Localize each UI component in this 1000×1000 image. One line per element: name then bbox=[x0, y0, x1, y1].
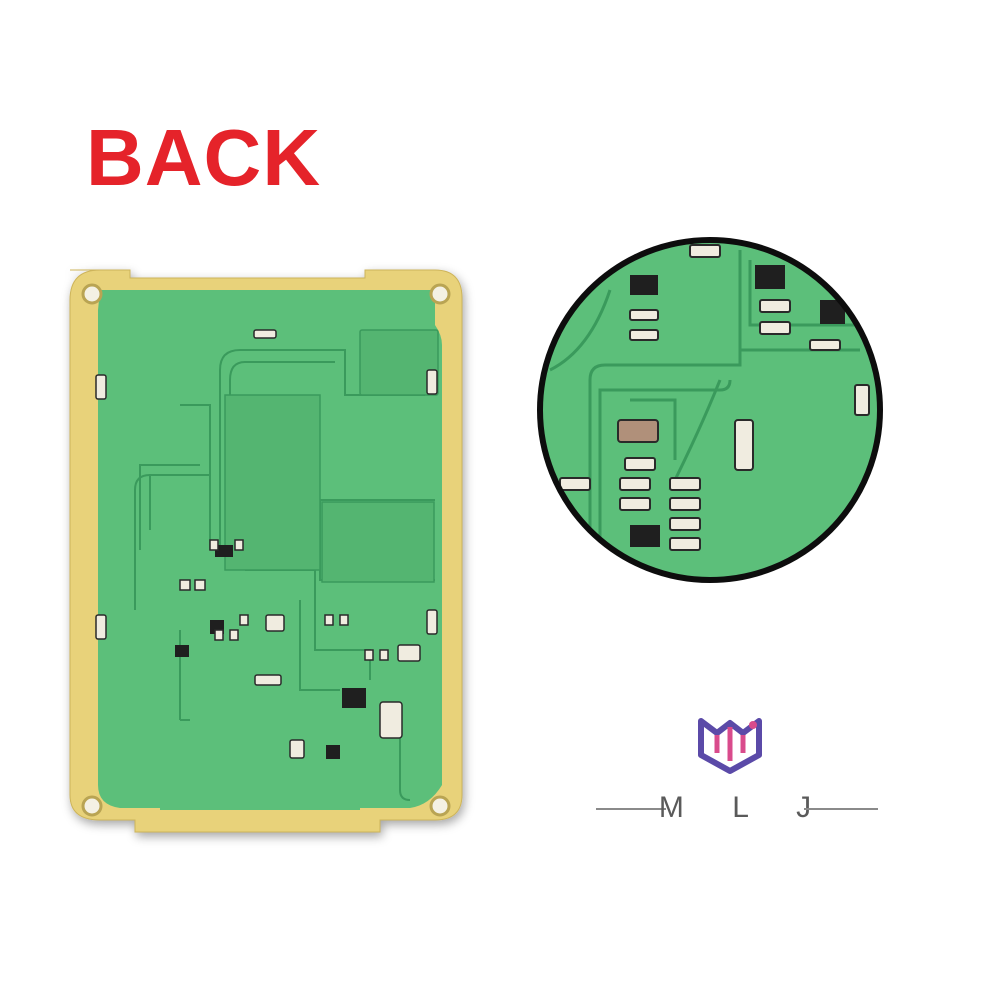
mounting-holes bbox=[81, 283, 451, 817]
brand-logo: M L J bbox=[590, 715, 880, 835]
brand-name: M L J bbox=[658, 791, 832, 824]
zoom-inset-photo bbox=[537, 237, 883, 583]
pcb-pour bbox=[224, 329, 439, 583]
smd-components bbox=[175, 545, 366, 759]
pcb-back-photo bbox=[69, 269, 463, 833]
mlj-shield-logo bbox=[698, 718, 762, 774]
logo-rule-right bbox=[804, 808, 878, 810]
smd-resistors bbox=[95, 329, 438, 759]
logo-rule-left bbox=[596, 808, 666, 810]
back-label: BACK bbox=[86, 113, 322, 202]
zoom-ring bbox=[537, 237, 883, 583]
